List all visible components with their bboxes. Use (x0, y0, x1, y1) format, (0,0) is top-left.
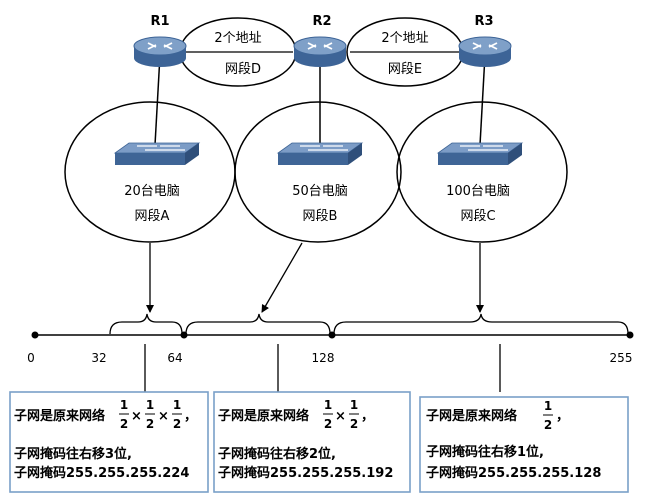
segment-a-name: 网段A (135, 209, 170, 224)
box2-frac2-den: 2 (350, 417, 358, 431)
subnet-box-1: 子网是原来网络 1 2 × 1 2 × 1 2 ， 子网掩码往右移3位, 子网掩… (9, 391, 209, 493)
r3-switch-link (479, 54, 486, 146)
brace-32-64 (109, 313, 183, 335)
box3-frac-den: 2 (544, 418, 552, 432)
box3-frac-num: 1 (544, 399, 552, 413)
box3-shift: 子网掩码往右移1位, (426, 444, 544, 460)
box3-comma: ， (556, 409, 569, 424)
box2-prefix: 子网是原来网络 (218, 408, 309, 424)
box2-frac1-num: 1 (324, 398, 332, 412)
segment-a-hosts: 20台电脑 (124, 184, 180, 199)
box1-frac2-num: 1 (146, 398, 154, 412)
box1-times2: × (158, 409, 169, 424)
link-e-name: 网段E (388, 62, 422, 77)
brace-128-255 (333, 313, 629, 335)
tick-label-128: 128 (312, 351, 335, 365)
tick-label-32: 32 (91, 351, 106, 365)
box2-mask: 子网掩码255.255.255.192 (218, 465, 393, 481)
box2-comma: ， (361, 409, 374, 424)
box3-prefix: 子网是原来网络 (426, 408, 517, 424)
link-d-name: 网段D (225, 62, 261, 77)
r1-switch-link (154, 54, 161, 146)
router-r2-label: R2 (312, 14, 331, 29)
subnet-box-2: 子网是原来网络 1 2 × 1 2 ， 子网掩码往右移2位, 子网掩码255.2… (213, 391, 411, 493)
box2-times: × (335, 409, 346, 424)
subnet-box-3: 子网是原来网络 1 2 ， 子网掩码往右移1位, 子网掩码255.255.255… (419, 396, 629, 493)
box2-frac2-num: 1 (350, 398, 358, 412)
box1-shift: 子网掩码往右移3位, (14, 446, 132, 462)
tick-dot-128 (328, 331, 336, 339)
segment-b-ellipse (234, 101, 402, 243)
box1-frac3-den: 2 (173, 417, 181, 431)
box1-frac2-den: 2 (146, 417, 154, 431)
segment-c-name: 网段C (460, 209, 495, 224)
router-r2-icon (293, 36, 347, 67)
box1-times1: × (131, 409, 142, 424)
router-r1-label: R1 (150, 14, 169, 29)
router-r1-icon (133, 36, 187, 67)
switch-a-icon (113, 142, 201, 165)
link-d-count: 2个地址 (214, 31, 261, 46)
box1-frac1-den: 2 (120, 417, 128, 431)
tick-dot-0 (31, 331, 39, 339)
box2-frac1-den: 2 (324, 417, 332, 431)
segment-b-name: 网段B (303, 209, 338, 224)
link-e-count: 2个地址 (381, 31, 428, 46)
box1-mask: 子网掩码255.255.255.224 (14, 465, 189, 481)
segment-c-hosts: 100台电脑 (446, 184, 510, 199)
switch-b-icon (276, 142, 364, 165)
tick-label-255: 255 (610, 351, 633, 365)
tick-label-0: 0 (27, 351, 35, 365)
segment-b-arrow (261, 242, 303, 313)
box1-prefix: 子网是原来网络 (14, 408, 105, 424)
router-r3-label: R3 (474, 14, 493, 29)
box3-mask: 子网掩码255.255.255.128 (426, 465, 601, 481)
box1-frac3-num: 1 (173, 398, 181, 412)
tick-label-64: 64 (167, 351, 182, 365)
router-r3-icon (458, 36, 512, 67)
box1-comma: ， (184, 409, 197, 424)
tick-dot-64 (180, 331, 188, 339)
box1-frac1-num: 1 (120, 398, 128, 412)
segment-b-hosts: 50台电脑 (292, 184, 348, 199)
switch-c-icon (436, 142, 524, 165)
box2-shift: 子网掩码往右移2位, (218, 446, 336, 462)
brace-64-128 (185, 313, 331, 335)
tick-dot-255 (626, 331, 634, 339)
